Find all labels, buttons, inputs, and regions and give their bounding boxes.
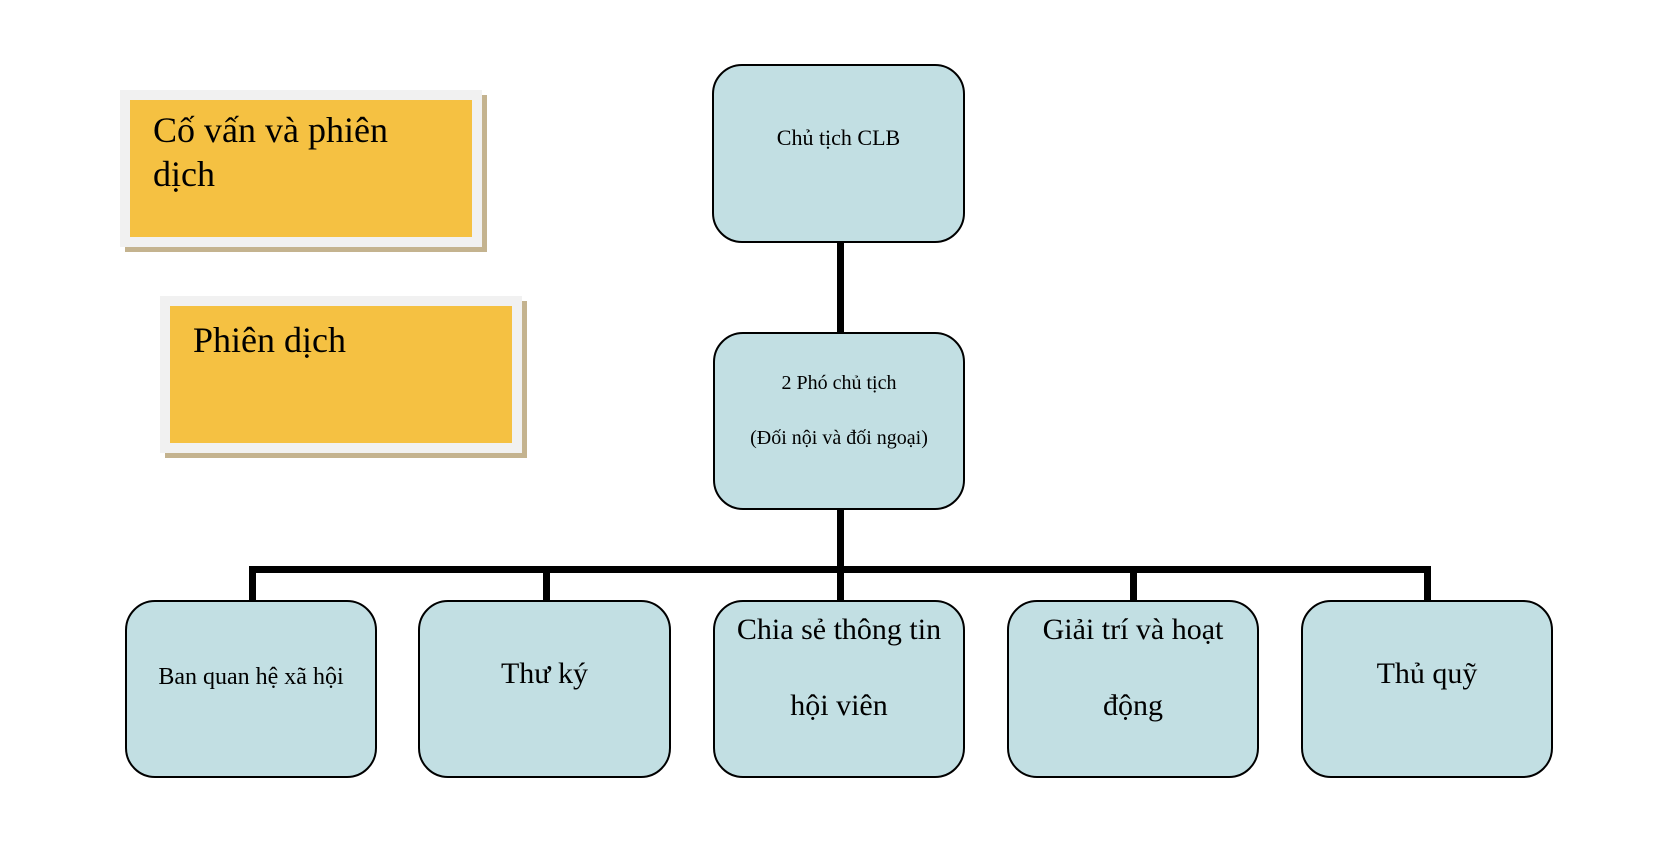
connector-drop-1 — [249, 566, 256, 601]
connector-drop-2 — [543, 566, 550, 601]
connector-vice-down — [837, 510, 844, 601]
note-line: dịch — [153, 154, 215, 194]
node-club-president: Chủ tịch CLB — [712, 64, 965, 243]
node-label: 2 Phó chủ tịch — [781, 372, 897, 394]
connector-horizontal-bar — [249, 566, 1431, 573]
node-vice-presidents: 2 Phó chủ tịch (Đối nội và đối ngoại) — [713, 332, 965, 510]
node-entertainment-activities: Giải trí và hoạt động — [1007, 600, 1259, 778]
node-label: Giải trí và hoạt — [1042, 613, 1224, 646]
node-label: Chia sẻ thông tin — [736, 613, 942, 646]
node-secretary: Thư ký — [418, 600, 671, 778]
connector-drop-4 — [1130, 566, 1137, 601]
node-label: Thủ quỹ — [1376, 657, 1478, 690]
connector-drop-5 — [1424, 566, 1431, 601]
node-label: (Đối nội và đối ngoại) — [750, 427, 928, 449]
node-label: Ban quan hệ xã hội — [158, 664, 344, 690]
note-line: Phiên dịch — [193, 320, 346, 360]
note-interpreter-text: Phiên dịch — [193, 318, 346, 362]
node-label: hội viên — [790, 689, 888, 722]
note-advisor-interpreter-fill — [130, 100, 472, 237]
note-advisor-interpreter-text: Cố vấn và phiên dịch — [153, 108, 388, 196]
note-advisor-interpreter: Cố vấn và phiên dịch — [120, 90, 482, 247]
node-label: Thư ký — [500, 657, 589, 690]
node-treasurer: Thủ quỹ — [1301, 600, 1553, 778]
node-social-relations: Ban quan hệ xã hội — [125, 600, 377, 778]
node-label: Chủ tịch CLB — [776, 125, 901, 150]
connector-root-to-vice — [837, 243, 844, 333]
note-line: Cố vấn và phiên — [153, 110, 388, 150]
note-interpreter-fill — [170, 306, 512, 443]
node-member-information: Chia sẻ thông tin hội viên — [713, 600, 965, 778]
note-interpreter: Phiên dịch — [160, 296, 522, 453]
node-label: động — [1103, 689, 1163, 722]
